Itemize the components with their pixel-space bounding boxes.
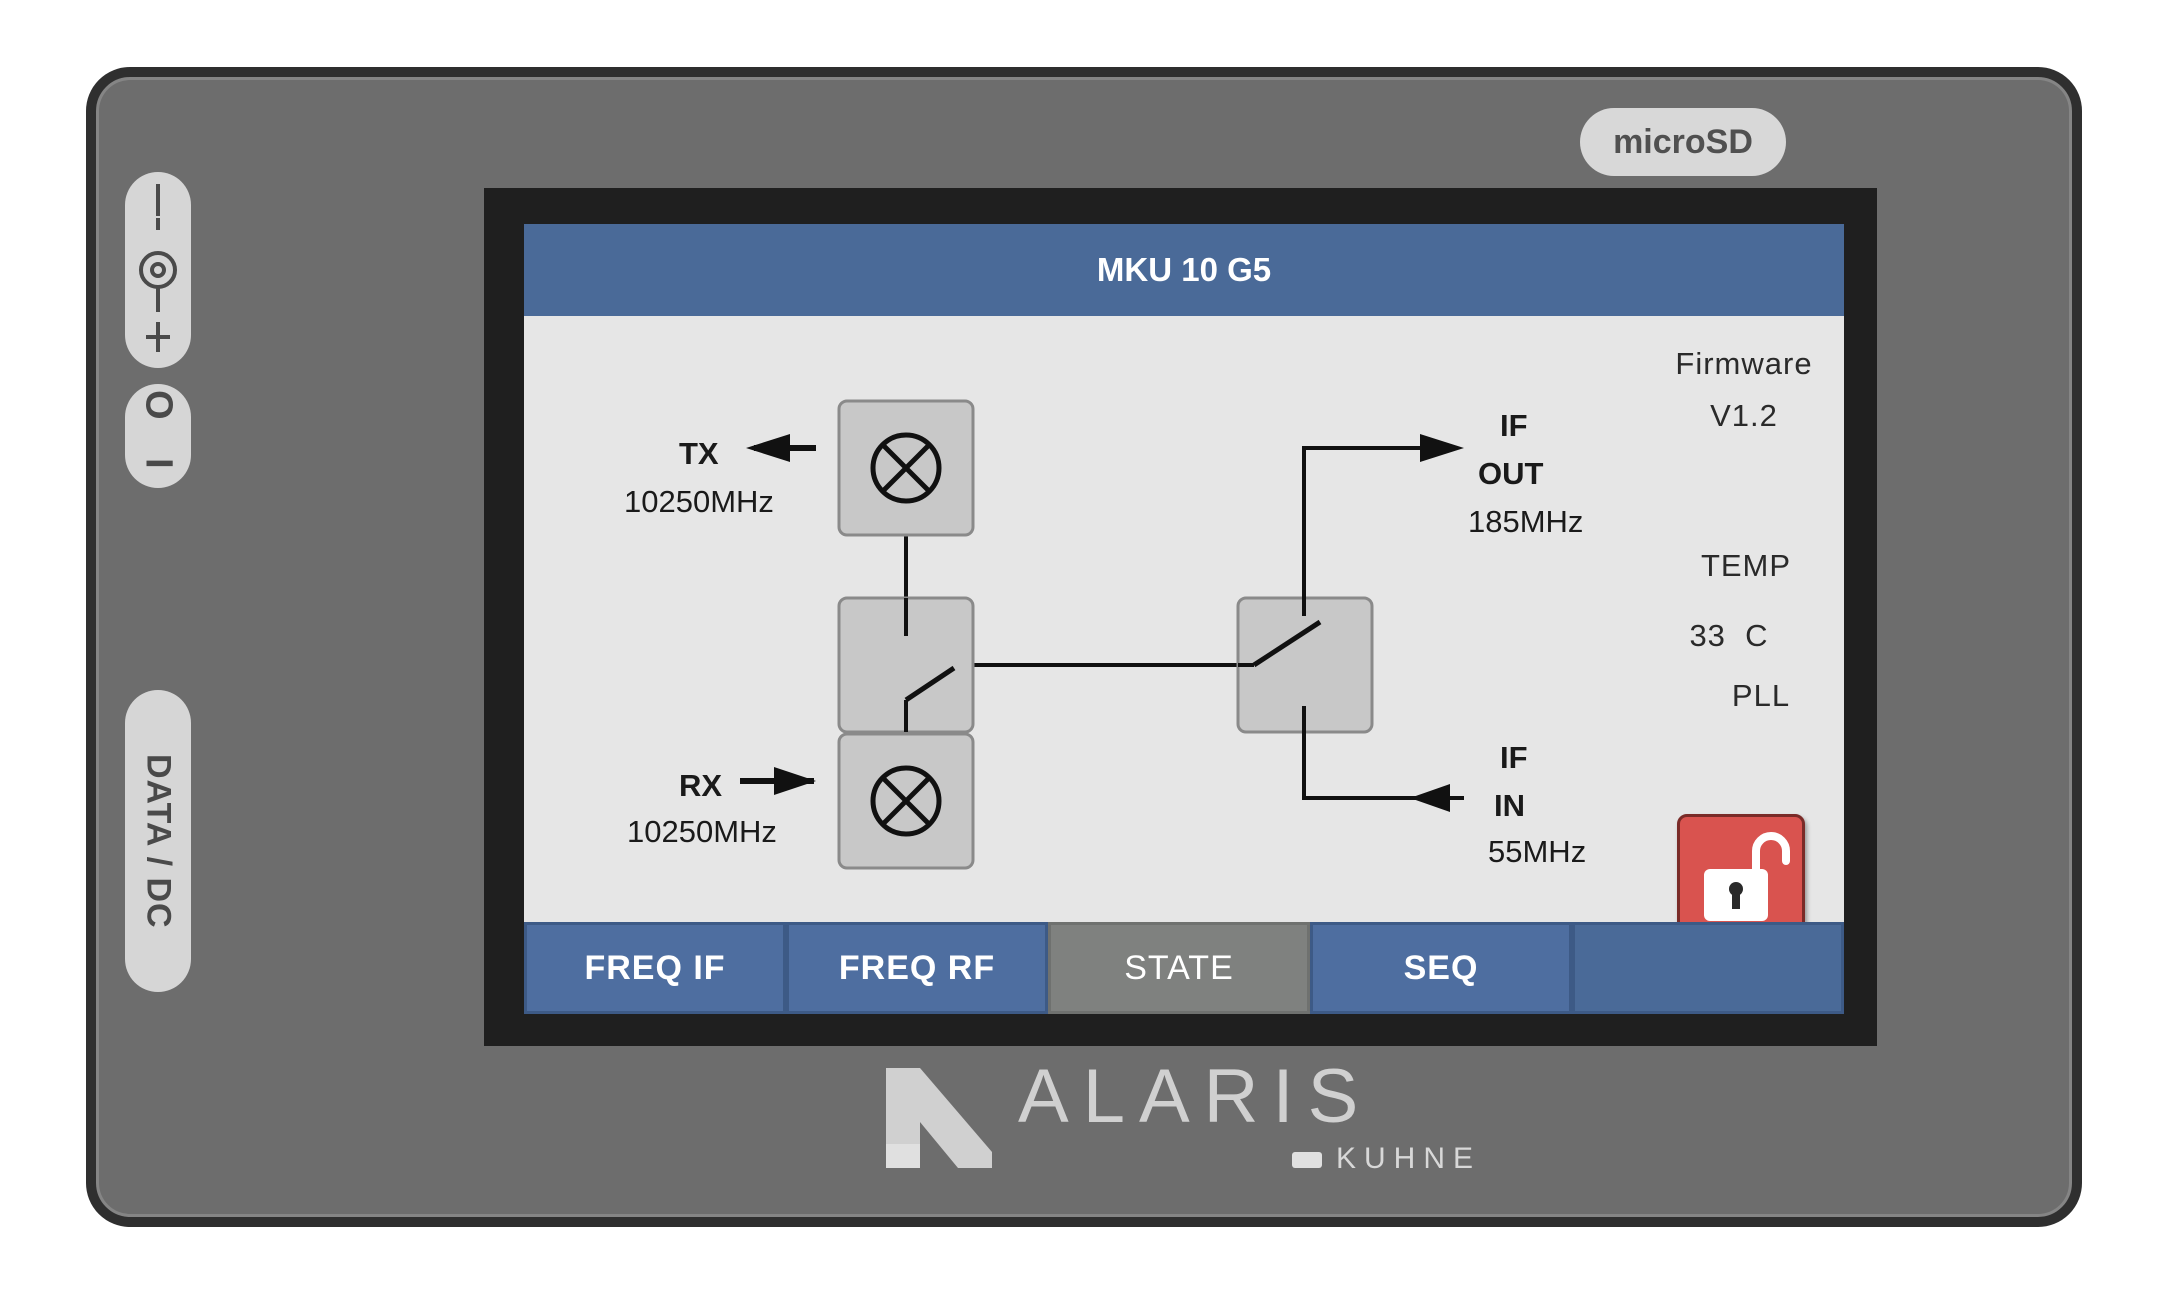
unlocked-padlock-icon bbox=[1704, 832, 1790, 921]
if-in-label-bottom: IN bbox=[1494, 788, 1525, 823]
tab-empty[interactable] bbox=[1572, 922, 1844, 1014]
firmware-label: Firmware bbox=[1675, 346, 1813, 381]
data-dc-port[interactable]: DATA / DC bbox=[125, 690, 191, 992]
tab-freq-rf[interactable]: FREQ RF bbox=[786, 922, 1048, 1014]
if-in-frequency: 55MHz bbox=[1488, 834, 1587, 869]
tab-freq-if-label: FREQ IF bbox=[584, 948, 726, 987]
tx-label: TX bbox=[679, 436, 719, 471]
pll-label: PLL bbox=[1731, 678, 1791, 713]
block-diagram: TX 10250MHz RX 10250MHz IF OUT 185MHz IF… bbox=[524, 316, 1844, 942]
brand-sub: KUHNE bbox=[1336, 1142, 1481, 1175]
tab-state-label: STATE bbox=[1124, 948, 1234, 987]
tx-arrow-head bbox=[746, 434, 790, 462]
if-out-line bbox=[1302, 446, 1424, 616]
rf-switch-left[interactable] bbox=[837, 596, 975, 734]
tab-freq-if[interactable]: FREQ IF bbox=[524, 922, 786, 1014]
rx-label: RX bbox=[679, 768, 723, 803]
if-out-label-bottom: OUT bbox=[1478, 456, 1544, 491]
screen-title-bar: MKU 10 G5 bbox=[524, 224, 1844, 316]
microsd-label: microSD bbox=[1613, 122, 1753, 161]
tab-state[interactable]: STATE bbox=[1048, 922, 1310, 1014]
bottom-tab-bar: FREQ IF FREQ RF STATE SEQ bbox=[524, 922, 1844, 1014]
tab-freq-rf-label: FREQ RF bbox=[838, 948, 996, 987]
power-switch[interactable]: O I bbox=[125, 384, 191, 488]
data-dc-label: DATA / DC bbox=[139, 753, 178, 929]
tx-frequency: 10250MHz bbox=[624, 484, 774, 519]
if-in-arrow-head bbox=[1410, 784, 1450, 812]
dc-power-jack[interactable] bbox=[125, 172, 191, 368]
firmware-version: V1.2 bbox=[1710, 398, 1778, 433]
temp-value: 33 C bbox=[1689, 618, 1769, 653]
rf-switch-icon bbox=[904, 598, 956, 732]
if-out-frequency: 185MHz bbox=[1468, 504, 1584, 539]
rx-mixer[interactable] bbox=[837, 732, 975, 870]
microsd-slot[interactable]: microSD bbox=[1580, 108, 1786, 176]
temp-label: TEMP bbox=[1700, 548, 1792, 583]
mixer-icon bbox=[870, 765, 942, 837]
if-in-line bbox=[1302, 726, 1464, 800]
if-out-arrow-head bbox=[1420, 434, 1464, 462]
touch-screen: MKU 10 G5 bbox=[524, 224, 1844, 1014]
dc-power-jack-icon bbox=[139, 184, 177, 352]
brand-name: ALARIS bbox=[1018, 1060, 1372, 1139]
tx-mixer[interactable] bbox=[837, 399, 975, 537]
if-in-label-top: IF bbox=[1500, 740, 1528, 775]
brand-logo: ALARIS KUHNE bbox=[880, 1054, 1500, 1180]
tab-seq[interactable]: SEQ bbox=[1310, 922, 1572, 1014]
alaris-logo-icon: ALARIS KUHNE bbox=[886, 1054, 1481, 1175]
rx-arrow-head bbox=[774, 767, 816, 795]
rf-switch-right[interactable] bbox=[1236, 596, 1374, 734]
tab-seq-label: SEQ bbox=[1403, 948, 1479, 987]
rx-frequency: 10250MHz bbox=[627, 814, 777, 849]
mixer-icon bbox=[870, 432, 942, 504]
if-out-label-top: IF bbox=[1500, 408, 1528, 443]
device-model-title: MKU 10 G5 bbox=[1096, 251, 1272, 288]
power-switch-label: O I bbox=[137, 389, 180, 483]
